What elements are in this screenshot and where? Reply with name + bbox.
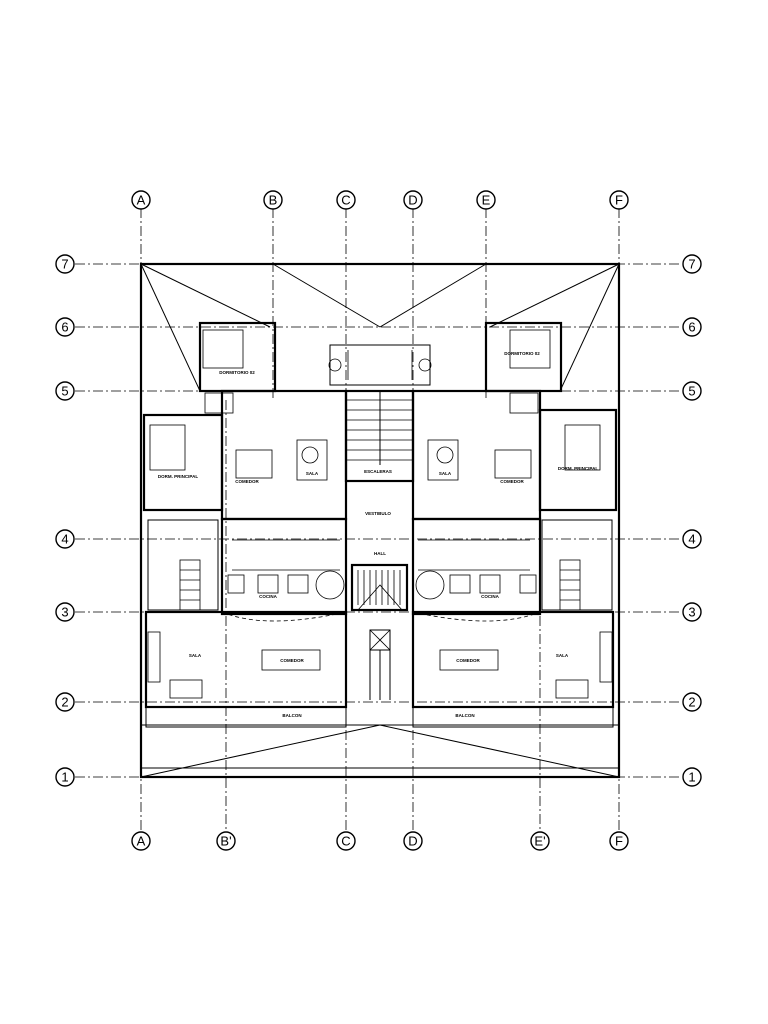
label-sala-lower-left: SALA: [189, 653, 202, 658]
svg-text:5: 5: [688, 384, 695, 399]
row-bubble-7-left: 7: [55, 254, 75, 274]
column-bubble-f-bottom: F: [609, 831, 629, 851]
column-bubble-c-top: C: [336, 190, 356, 210]
column-bubble-d-bottom: D: [403, 831, 423, 851]
column-bubble-a-top: A: [131, 190, 151, 210]
building-outline: [139, 262, 621, 779]
svg-text:F: F: [615, 193, 623, 208]
row-bubble-5-left: 5: [55, 381, 75, 401]
row-bubble-2-left: 2: [55, 692, 75, 712]
row-bubble-4-right: 4: [682, 529, 702, 549]
row-bubble-4-left: 4: [55, 529, 75, 549]
row-bubble-6-left: 6: [55, 317, 75, 337]
svg-text:E: E: [482, 193, 491, 208]
column-bubble-f-top: F: [609, 190, 629, 210]
row-bubble-1-left: 1: [55, 767, 75, 787]
svg-text:7: 7: [688, 257, 695, 272]
label-vestibulo: VESTIBULO: [365, 511, 391, 516]
svg-text:B': B': [220, 834, 231, 849]
row-bubble-7-right: 7: [682, 254, 702, 274]
label-balcon-right: BALCON: [455, 713, 474, 718]
label-cocina-left: COCINA: [259, 594, 277, 599]
label-comedor-lower-right: COMEDOR: [456, 658, 480, 663]
svg-text:6: 6: [688, 320, 695, 335]
label-sala-left: SALA: [306, 471, 319, 476]
label-sala-lower-right: SALA: [556, 653, 569, 658]
row-bubble-3-right: 3: [682, 602, 702, 622]
label-comedor-lower-left: COMEDOR: [280, 658, 304, 663]
svg-text:4: 4: [61, 532, 68, 547]
column-bubble-e-prime-bottom: E': [530, 831, 550, 851]
row-bubble-3-left: 3: [55, 602, 75, 622]
unit-right: [411, 321, 618, 728]
label-balcon-left: BALCON: [282, 713, 301, 718]
svg-text:1: 1: [61, 770, 68, 785]
row-bubbles-right: 7 6 5 4 3 2 1: [682, 254, 702, 787]
row-bubble-6-right: 6: [682, 317, 702, 337]
label-dormitorio-left: DORMITORIO 02: [219, 370, 255, 375]
column-bubbles-top: A B C D E F: [131, 190, 629, 210]
label-dormitorio-right: DORMITORIO 02: [504, 351, 540, 356]
column-bubble-a-bottom: A: [131, 831, 151, 851]
label-sala-right: SALA: [439, 471, 452, 476]
svg-text:2: 2: [688, 695, 695, 710]
svg-text:D: D: [408, 193, 417, 208]
column-bubble-e-top: E: [476, 190, 496, 210]
label-escaleras: ESCALERAS: [364, 469, 392, 474]
svg-text:1: 1: [688, 770, 695, 785]
svg-text:F: F: [615, 834, 623, 849]
svg-text:E': E': [534, 834, 545, 849]
svg-text:3: 3: [688, 605, 695, 620]
svg-text:3: 3: [61, 605, 68, 620]
svg-text:B: B: [269, 193, 278, 208]
label-comedor-right: COMEDOR: [500, 479, 524, 484]
svg-text:7: 7: [61, 257, 68, 272]
column-bubbles-bottom: A B' C D E' F: [131, 831, 629, 851]
label-hall: HALL: [374, 551, 386, 556]
label-principal-right: DORM. PRINCIPAL: [558, 466, 598, 471]
stair-core: [328, 344, 432, 700]
row-bubbles-left: 7 6 5 4 3 2 1: [55, 254, 75, 787]
svg-text:2: 2: [61, 695, 68, 710]
column-bubble-c-bottom: C: [336, 831, 356, 851]
label-cocina-right: COCINA: [481, 594, 499, 599]
column-bubble-d-top: D: [403, 190, 423, 210]
room-labels: COMEDOR SALA SALA COMEDOR ESCALERAS VEST…: [158, 351, 598, 718]
svg-text:4: 4: [688, 532, 695, 547]
row-bubble-5-right: 5: [682, 381, 702, 401]
svg-text:A: A: [137, 193, 146, 208]
svg-text:A: A: [137, 834, 146, 849]
unit-left: [142, 321, 348, 728]
svg-text:6: 6: [61, 320, 68, 335]
svg-text:C: C: [341, 834, 350, 849]
column-bubble-b-prime-bottom: B': [216, 831, 236, 851]
svg-text:C: C: [341, 193, 350, 208]
svg-text:5: 5: [61, 384, 68, 399]
row-bubble-1-right: 1: [682, 767, 702, 787]
svg-text:D: D: [408, 834, 417, 849]
label-principal-left: DORM. PRINCIPAL: [158, 474, 198, 479]
row-bubble-2-right: 2: [682, 692, 702, 712]
column-bubble-b-top: B: [263, 190, 283, 210]
label-comedor-left: COMEDOR: [235, 479, 259, 484]
